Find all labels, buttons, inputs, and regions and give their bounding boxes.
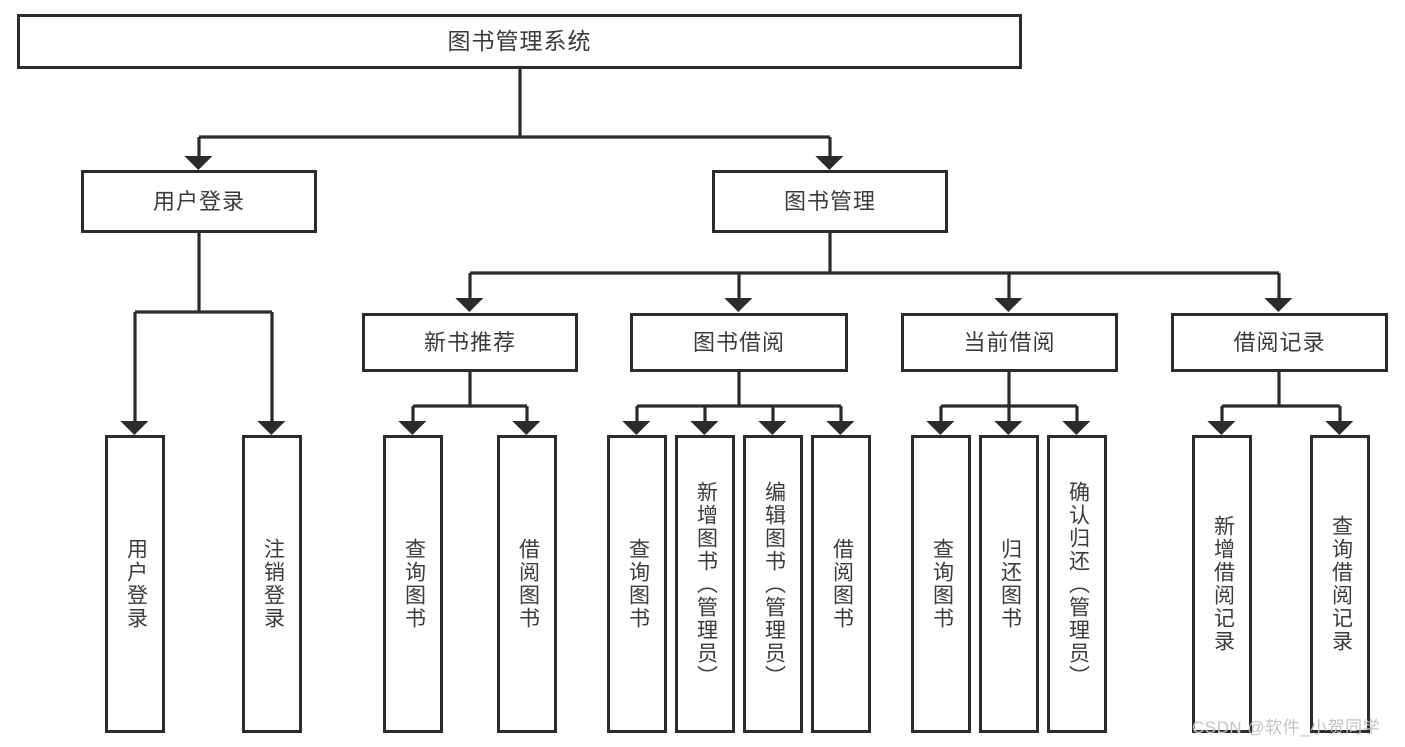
leaf-current-query-book[interactable]: 查询图书 bbox=[911, 435, 971, 733]
node-label: 新增借阅记录 bbox=[1211, 515, 1235, 653]
leaf-current-confirm-return-admin[interactable]: 确认归还（管理员） bbox=[1047, 435, 1107, 733]
node-book-management[interactable]: 图书管理 bbox=[712, 170, 948, 233]
node-label: 新增图书（管理员） bbox=[694, 480, 718, 688]
node-label: 编辑图书（管理员） bbox=[762, 480, 786, 688]
node-label: 当前借阅 bbox=[963, 329, 1056, 355]
node-label: 确认归还（管理员） bbox=[1066, 480, 1090, 688]
leaf-borrow-edit-book-admin[interactable]: 编辑图书（管理员） bbox=[743, 435, 803, 733]
node-new-book-recommend[interactable]: 新书推荐 bbox=[362, 313, 578, 372]
node-label: 用户登录 bbox=[124, 538, 148, 630]
leaf-recommend-borrow-book[interactable]: 借阅图书 bbox=[497, 435, 557, 733]
node-label: 图书管理 bbox=[783, 188, 876, 214]
node-label: 归还图书 bbox=[998, 538, 1022, 630]
node-label: 注销登录 bbox=[261, 538, 285, 630]
leaf-record-query-record[interactable]: 查询借阅记录 bbox=[1310, 435, 1370, 733]
node-label: 查询图书 bbox=[930, 538, 954, 630]
leaf-current-return-book[interactable]: 归还图书 bbox=[979, 435, 1039, 733]
node-label: 查询图书 bbox=[402, 538, 426, 630]
node-label: 新书推荐 bbox=[423, 329, 516, 355]
node-label: 借阅记录 bbox=[1233, 329, 1326, 355]
leaf-user-login-signout[interactable]: 注销登录 bbox=[242, 435, 302, 733]
leaf-record-add-record[interactable]: 新增借阅记录 bbox=[1192, 435, 1252, 733]
leaf-borrow-borrow-book[interactable]: 借阅图书 bbox=[811, 435, 871, 733]
node-current-borrow[interactable]: 当前借阅 bbox=[901, 313, 1118, 372]
node-label: 图书管理系统 bbox=[447, 28, 592, 55]
node-book-borrow[interactable]: 图书借阅 bbox=[630, 313, 848, 372]
watermark: CSDN @软件_小贺同学 bbox=[1192, 718, 1381, 737]
node-borrow-record[interactable]: 借阅记录 bbox=[1171, 313, 1388, 372]
node-label: 查询图书 bbox=[626, 538, 650, 630]
leaf-borrow-add-book-admin[interactable]: 新增图书（管理员） bbox=[675, 435, 735, 733]
node-label: 图书借阅 bbox=[692, 329, 785, 355]
node-user-login[interactable]: 用户登录 bbox=[81, 170, 317, 233]
leaf-user-login-signin[interactable]: 用户登录 bbox=[105, 435, 165, 733]
node-root-system[interactable]: 图书管理系统 bbox=[17, 14, 1022, 69]
node-label: 借阅图书 bbox=[516, 538, 540, 630]
node-label: 用户登录 bbox=[152, 188, 245, 214]
node-label: 查询借阅记录 bbox=[1329, 515, 1353, 653]
leaf-recommend-query-book[interactable]: 查询图书 bbox=[383, 435, 443, 733]
leaf-borrow-query-book[interactable]: 查询图书 bbox=[607, 435, 667, 733]
node-label: 借阅图书 bbox=[830, 538, 854, 630]
